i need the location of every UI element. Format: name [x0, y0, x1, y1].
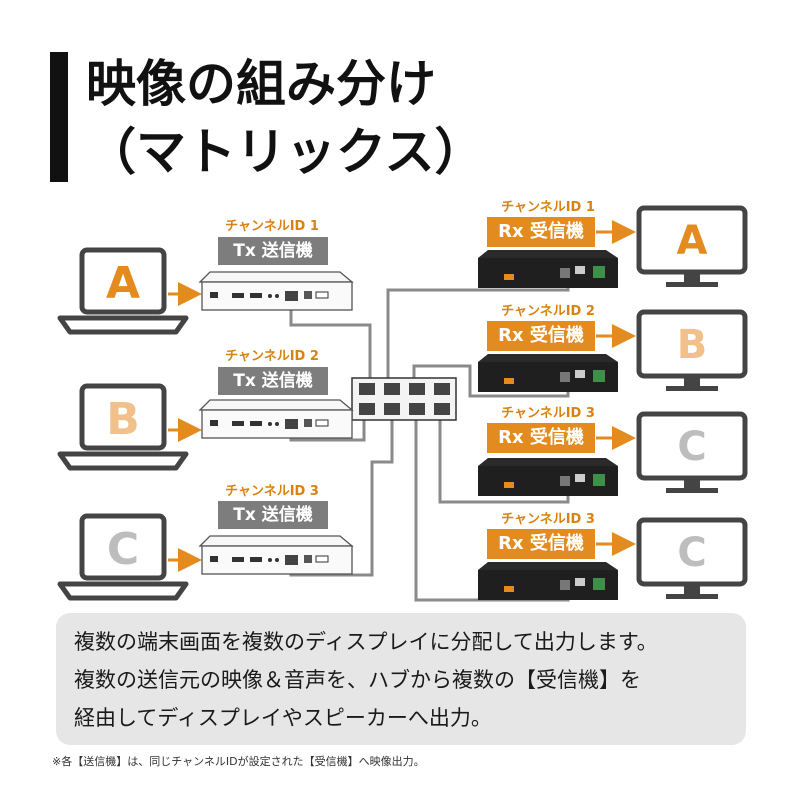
tx1-channel-label: チャンネルID 1: [225, 219, 319, 234]
tx1-tag: Tx 送信機: [218, 237, 328, 265]
laptop-b-letter: B: [106, 394, 140, 445]
page-subtitle: （マトリックス）: [86, 123, 485, 181]
monitor-c1-icon: C: [636, 411, 748, 493]
tx3-tag: Tx 送信機: [218, 501, 328, 529]
laptop-a-letter: A: [106, 258, 140, 309]
monitor-a-icon: A: [636, 205, 748, 287]
display-arrows: [596, 220, 636, 556]
page-title: 映像の組み分け: [86, 55, 436, 113]
tx-device-2: [198, 399, 354, 439]
network-hub: [351, 377, 457, 421]
laptop-a-icon: A: [57, 247, 189, 335]
title-accent-bar: [50, 52, 68, 182]
rx2-channel-label: チャンネルID 2: [501, 304, 595, 319]
description-line-2: 複数の送信元の映像＆音声を、ハブから複数の【受信機】を: [74, 668, 641, 692]
rx-device-2: [478, 354, 618, 392]
rx-device-1: [478, 250, 618, 288]
monitor-c1-letter: C: [677, 424, 706, 470]
tx2-tag: Tx 送信機: [218, 367, 328, 395]
tx3-channel-label: チャンネルID 3: [225, 484, 319, 499]
rx2-tag: Rx 受信機: [487, 321, 595, 351]
rx4-tag: Rx 受信機: [487, 529, 595, 559]
monitor-c2-letter: C: [677, 530, 706, 576]
description-line-3: 経由してディスプレイやスピーカーへ出力。: [74, 706, 492, 730]
rx3-tag: Rx 受信機: [487, 423, 595, 453]
matrix-diagram: A B C: [57, 205, 748, 602]
rx3-channel-label: チャンネルID 3: [501, 406, 595, 421]
laptop-b-icon: B: [57, 383, 189, 471]
rx4-channel-label: チャンネルID 3: [501, 512, 595, 527]
footnote: ※各【送信機】は、同じチャンネルIDが設定された【受信機】へ映像出力。: [52, 755, 425, 768]
rx1-channel-label: チャンネルID 1: [501, 200, 595, 215]
tx-device-1: [198, 271, 354, 311]
rx1-tag: Rx 受信機: [487, 217, 595, 247]
cable-rx2: [412, 364, 570, 398]
laptop-c-icon: C: [57, 513, 189, 601]
monitor-b-icon: B: [636, 309, 748, 391]
description-line-1: 複数の端末画面を複数のディスプレイに分配して出力します。: [74, 630, 658, 654]
monitor-a-letter: A: [677, 218, 708, 264]
source-arrows: [168, 282, 202, 572]
monitor-c2-icon: C: [636, 517, 748, 599]
monitor-b-letter: B: [677, 322, 708, 368]
tx2-channel-label: チャンネルID 2: [225, 349, 319, 364]
laptop-c-letter: C: [107, 524, 139, 575]
rx-device-4: [478, 562, 618, 600]
cable-tx1: [289, 300, 372, 385]
tx-device-3: [198, 535, 354, 575]
description-panel: [56, 613, 746, 745]
rx-device-3: [478, 458, 618, 496]
